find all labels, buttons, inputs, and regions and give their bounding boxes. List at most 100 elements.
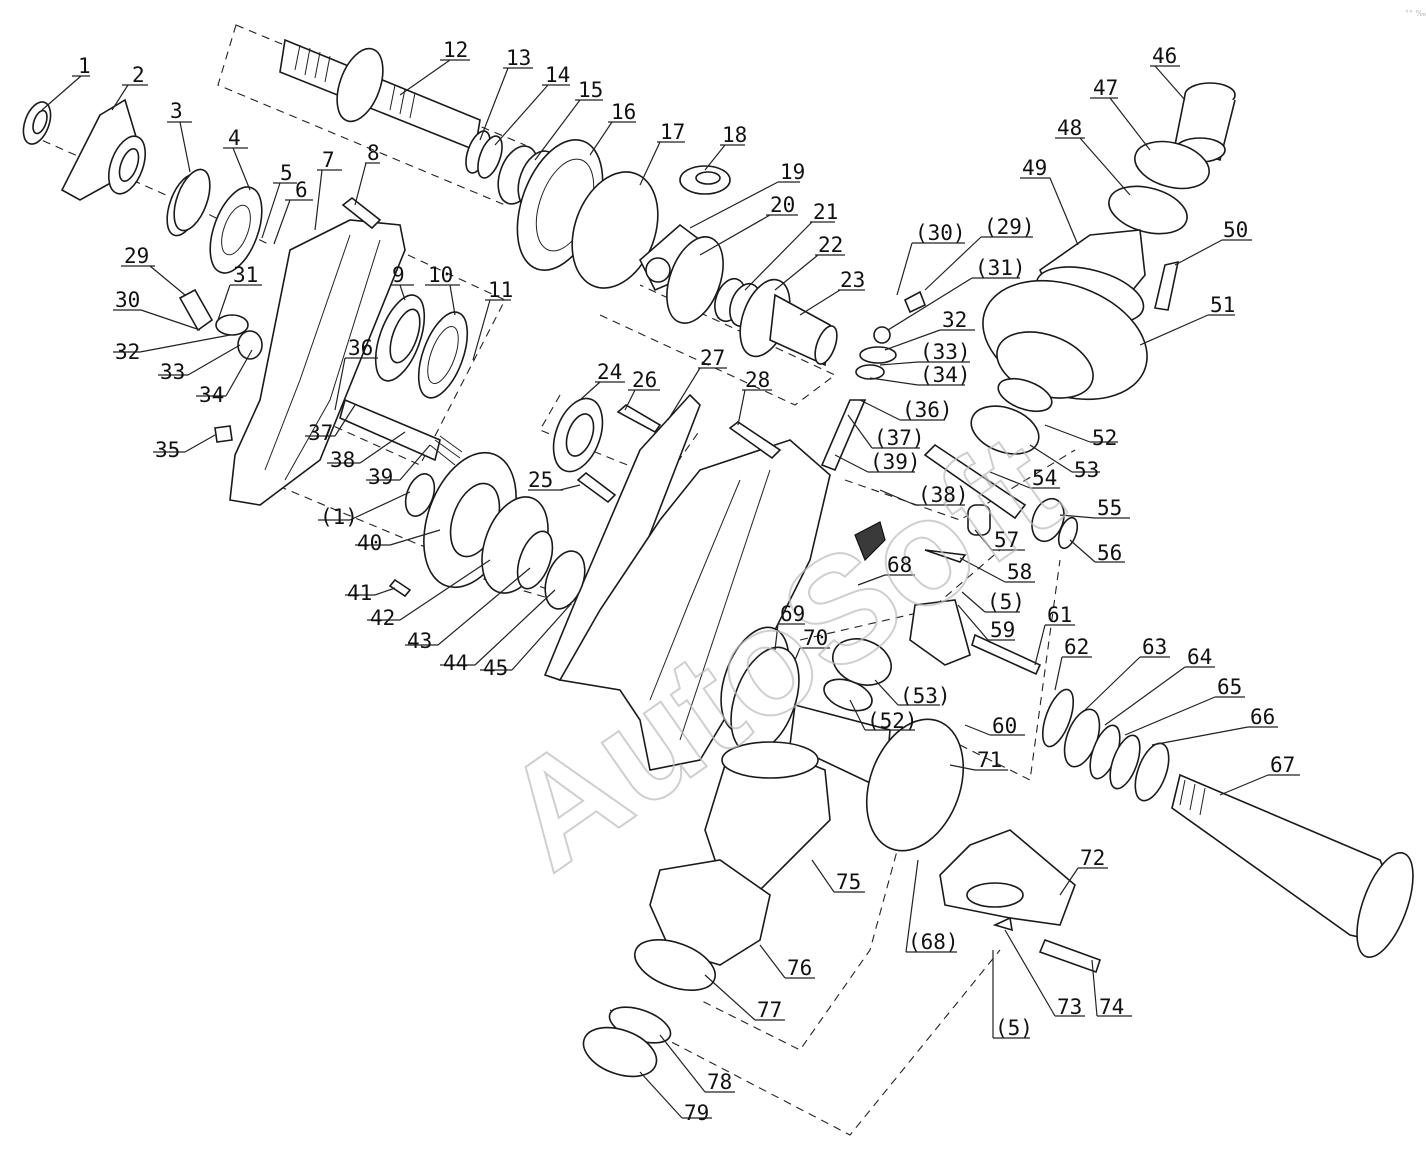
part-77-seal bbox=[634, 939, 716, 991]
callout-label-c38: 38 bbox=[330, 448, 355, 472]
part-53-gear bbox=[970, 405, 1040, 455]
part-71-pinion bbox=[789, 703, 965, 852]
part-50-bolt bbox=[1154, 260, 1180, 311]
callout-label-c75: 75 bbox=[836, 870, 861, 894]
callout-label-c36: 36 bbox=[348, 336, 373, 360]
callout-label-c39: 39 bbox=[368, 465, 393, 489]
callout-label-c32: 32 bbox=[115, 340, 140, 364]
callout-label-c26: 26 bbox=[632, 368, 657, 392]
callout-label-c23: 23 bbox=[840, 268, 865, 292]
callout-label-c74: 74 bbox=[1099, 995, 1124, 1019]
callout-label-c16: 16 bbox=[611, 100, 636, 124]
part-75-case bbox=[704, 741, 831, 891]
part-valve-stack bbox=[820, 290, 927, 562]
callout-label-c68: 68 bbox=[887, 553, 912, 577]
callout-label-c7: 7 bbox=[322, 148, 335, 172]
callout-label-c13: 13 bbox=[506, 46, 531, 70]
callout-label-c9: 9 bbox=[392, 263, 405, 287]
part-66-nut bbox=[1134, 742, 1170, 802]
callout-label-c12: 12 bbox=[443, 38, 468, 62]
part-74-bolt bbox=[1038, 938, 1102, 974]
parts bbox=[22, 38, 1414, 1078]
part-41-pin bbox=[388, 578, 412, 598]
callout-label-c76: 76 bbox=[787, 956, 812, 980]
callout-label-c61: 61 bbox=[1047, 603, 1072, 627]
part-1-nut bbox=[22, 101, 52, 145]
callout-label-c48: 48 bbox=[1057, 116, 1082, 140]
callout-label-c68b: (68) bbox=[908, 930, 959, 954]
callout-label-c69: 69 bbox=[780, 602, 805, 626]
callout-label-c19: 19 bbox=[780, 160, 805, 184]
callout-label-c43: 43 bbox=[407, 629, 432, 653]
callout-label-c49: 49 bbox=[1022, 156, 1047, 180]
callout-label-c37b: (37) bbox=[874, 426, 925, 450]
callout-label-c52: 52 bbox=[1092, 426, 1117, 450]
callout-label-c77: 77 bbox=[757, 998, 782, 1022]
part-35-plug bbox=[214, 425, 233, 443]
callout-label-c78: 78 bbox=[707, 1070, 732, 1094]
callout-label-c1: 1 bbox=[78, 54, 91, 78]
corner-mark: °° ‰ bbox=[1405, 9, 1426, 18]
callout-label-c5: 5 bbox=[280, 161, 293, 185]
callout-label-c6: 6 bbox=[295, 178, 308, 202]
part-58-pin bbox=[924, 549, 967, 563]
callout-label-c53: 53 bbox=[1074, 458, 1099, 482]
part-59-60-fork bbox=[909, 599, 1042, 676]
callout-label-c14: 14 bbox=[545, 63, 570, 87]
part-28-bolt bbox=[728, 421, 782, 460]
callout-label-c1b: (1) bbox=[320, 505, 358, 529]
callout-label-c2: 2 bbox=[132, 63, 145, 87]
callout-label-c59: 59 bbox=[990, 618, 1015, 642]
callout-label-c67: 67 bbox=[1270, 753, 1295, 777]
callout-label-c64: 64 bbox=[1187, 645, 1212, 669]
part-54-pin bbox=[923, 443, 1027, 520]
callout-label-c55: 55 bbox=[1097, 496, 1122, 520]
callout-label-c3: 3 bbox=[170, 99, 183, 123]
callout-label-c63: 63 bbox=[1142, 635, 1167, 659]
part-3-seal bbox=[166, 168, 211, 237]
callout-label-c50: 50 bbox=[1223, 218, 1248, 242]
callout-label-c44: 44 bbox=[443, 651, 468, 675]
callout-label-c72: 72 bbox=[1080, 846, 1105, 870]
callout-label-c36b: (36) bbox=[902, 398, 953, 422]
part-72-bracket bbox=[939, 829, 1076, 926]
callout-label-c30: 30 bbox=[115, 288, 140, 312]
callout-label-c39b: (39) bbox=[870, 450, 921, 474]
callout-label-c41: 41 bbox=[347, 581, 372, 605]
callout-label-c18: 18 bbox=[722, 123, 747, 147]
part-44-ring bbox=[544, 550, 586, 610]
part-43-ring bbox=[516, 530, 554, 590]
callout-label-c27: 27 bbox=[700, 346, 725, 370]
callout-label-c21: 21 bbox=[813, 200, 838, 224]
callout-label-c37: 37 bbox=[308, 421, 333, 445]
leader-lines bbox=[41, 59, 1300, 1119]
part-47-ring bbox=[1134, 140, 1210, 190]
callout-label-c20: 20 bbox=[770, 193, 795, 217]
callout-label-c42: 42 bbox=[370, 606, 395, 630]
callout-label-c79: 79 bbox=[684, 1101, 709, 1125]
part-29-sensor bbox=[178, 288, 263, 360]
part-37-shaft bbox=[339, 398, 463, 466]
callout-label-c57: 57 bbox=[994, 528, 1019, 552]
part-18-cap bbox=[679, 165, 731, 195]
part-65-ring bbox=[1109, 734, 1141, 790]
callout-label-c4: 4 bbox=[228, 126, 241, 150]
callout-label-c17: 17 bbox=[660, 120, 685, 144]
callout-label-c30b: (30) bbox=[915, 221, 966, 245]
callout-label-c53b: (53) bbox=[900, 684, 951, 708]
callout-label-c58: 58 bbox=[1007, 560, 1032, 584]
callout-label-c24: 24 bbox=[597, 360, 622, 384]
callout-label-c5b: (5) bbox=[987, 590, 1025, 614]
callout-label-c56: 56 bbox=[1097, 541, 1122, 565]
callout-label-c33: 33 bbox=[160, 360, 185, 384]
part-4-gear bbox=[209, 186, 263, 274]
part-10-ring bbox=[417, 311, 469, 399]
part-1b-nut bbox=[404, 473, 436, 517]
part-2-flange bbox=[60, 98, 147, 201]
part-14-ring bbox=[477, 135, 503, 179]
part-22-23-gear-shaft bbox=[739, 278, 838, 367]
callout-label-c40: 40 bbox=[357, 531, 382, 555]
callout-label-c25: 25 bbox=[528, 468, 553, 492]
part-79-nut bbox=[582, 1026, 658, 1078]
